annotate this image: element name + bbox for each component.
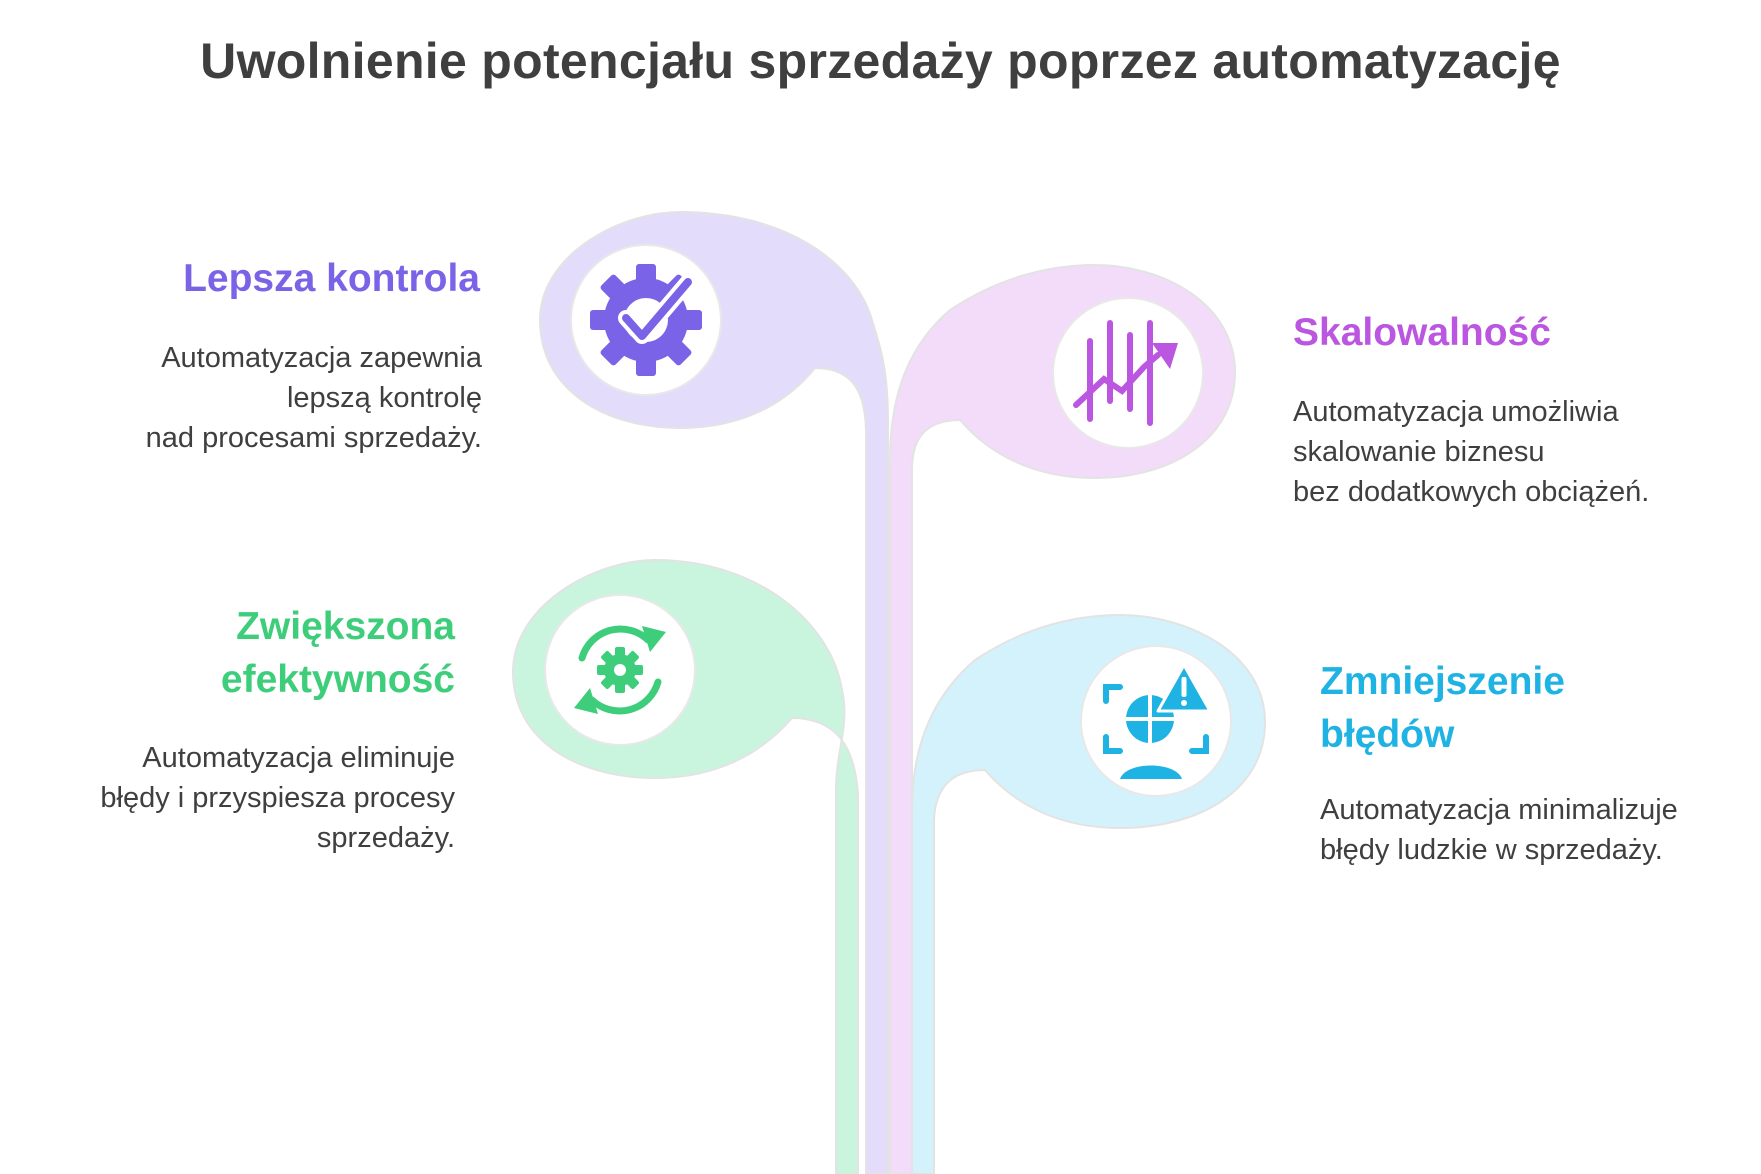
branch-control bbox=[538, 210, 889, 1174]
page-title: Uwolnienie potencjału sprzedaży poprzez … bbox=[200, 33, 1561, 89]
error-alert-monitor-icon bbox=[1103, 663, 1212, 779]
scalability-description: Automatyzacja umożliwia skalowanie bizne… bbox=[1293, 396, 1650, 508]
efficiency-heading: Zwiększona efektywność bbox=[220, 605, 455, 701]
errors-description: Automatyzacja minimalizuje błędy ludzkie… bbox=[1320, 794, 1678, 866]
control-heading: Lepsza kontrola bbox=[183, 257, 480, 300]
gear-refresh-icon bbox=[574, 625, 666, 715]
branch-efficiency bbox=[511, 558, 859, 1174]
efficiency-description: Automatyzacja eliminuje błędy i przyspie… bbox=[100, 742, 455, 854]
gear-check-icon bbox=[590, 264, 702, 376]
growth-chart-icon bbox=[1073, 320, 1178, 426]
branch-scalability bbox=[889, 263, 1237, 1174]
branch-errors bbox=[911, 613, 1267, 1174]
errors-heading: Zmniejszenie błędów bbox=[1320, 660, 1565, 756]
control-description: Automatyzacja zapewnia lepszą kontrolę n… bbox=[145, 342, 482, 454]
scalability-heading: Skalowalność bbox=[1293, 311, 1551, 354]
